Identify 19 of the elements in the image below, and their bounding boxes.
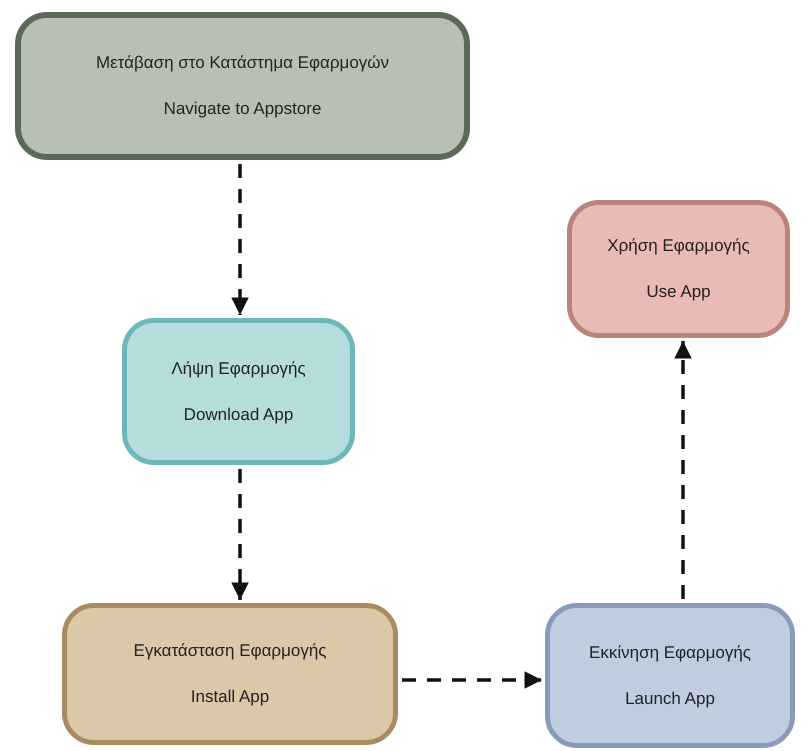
greek-label: Εκκίνηση Εφαρμογής <box>589 642 751 662</box>
process-box <box>122 318 355 465</box>
english-label: Install App <box>190 687 270 707</box>
english-label: Download App <box>184 404 294 424</box>
process-box <box>545 603 795 748</box>
process-box <box>567 200 790 338</box>
arrow <box>231 164 249 315</box>
process-box <box>62 603 398 745</box>
arrow <box>231 469 249 600</box>
arrow <box>674 341 692 599</box>
greek-label: Λήψη Εφαρμογής <box>171 358 306 378</box>
english-label: Navigate to Appstore <box>164 99 322 119</box>
english-label: Launch App <box>625 688 715 708</box>
greek-label: Χρήση Εφαρμογής <box>607 236 750 256</box>
arrow <box>402 671 542 689</box>
english-label: Use App <box>646 282 711 302</box>
greek-label: Μετάβαση στο Κατάστημα Εφαρμογών <box>96 53 390 73</box>
greek-label: Εγκατάσταση Εφαρμογής <box>134 641 326 661</box>
process-box <box>15 12 470 160</box>
